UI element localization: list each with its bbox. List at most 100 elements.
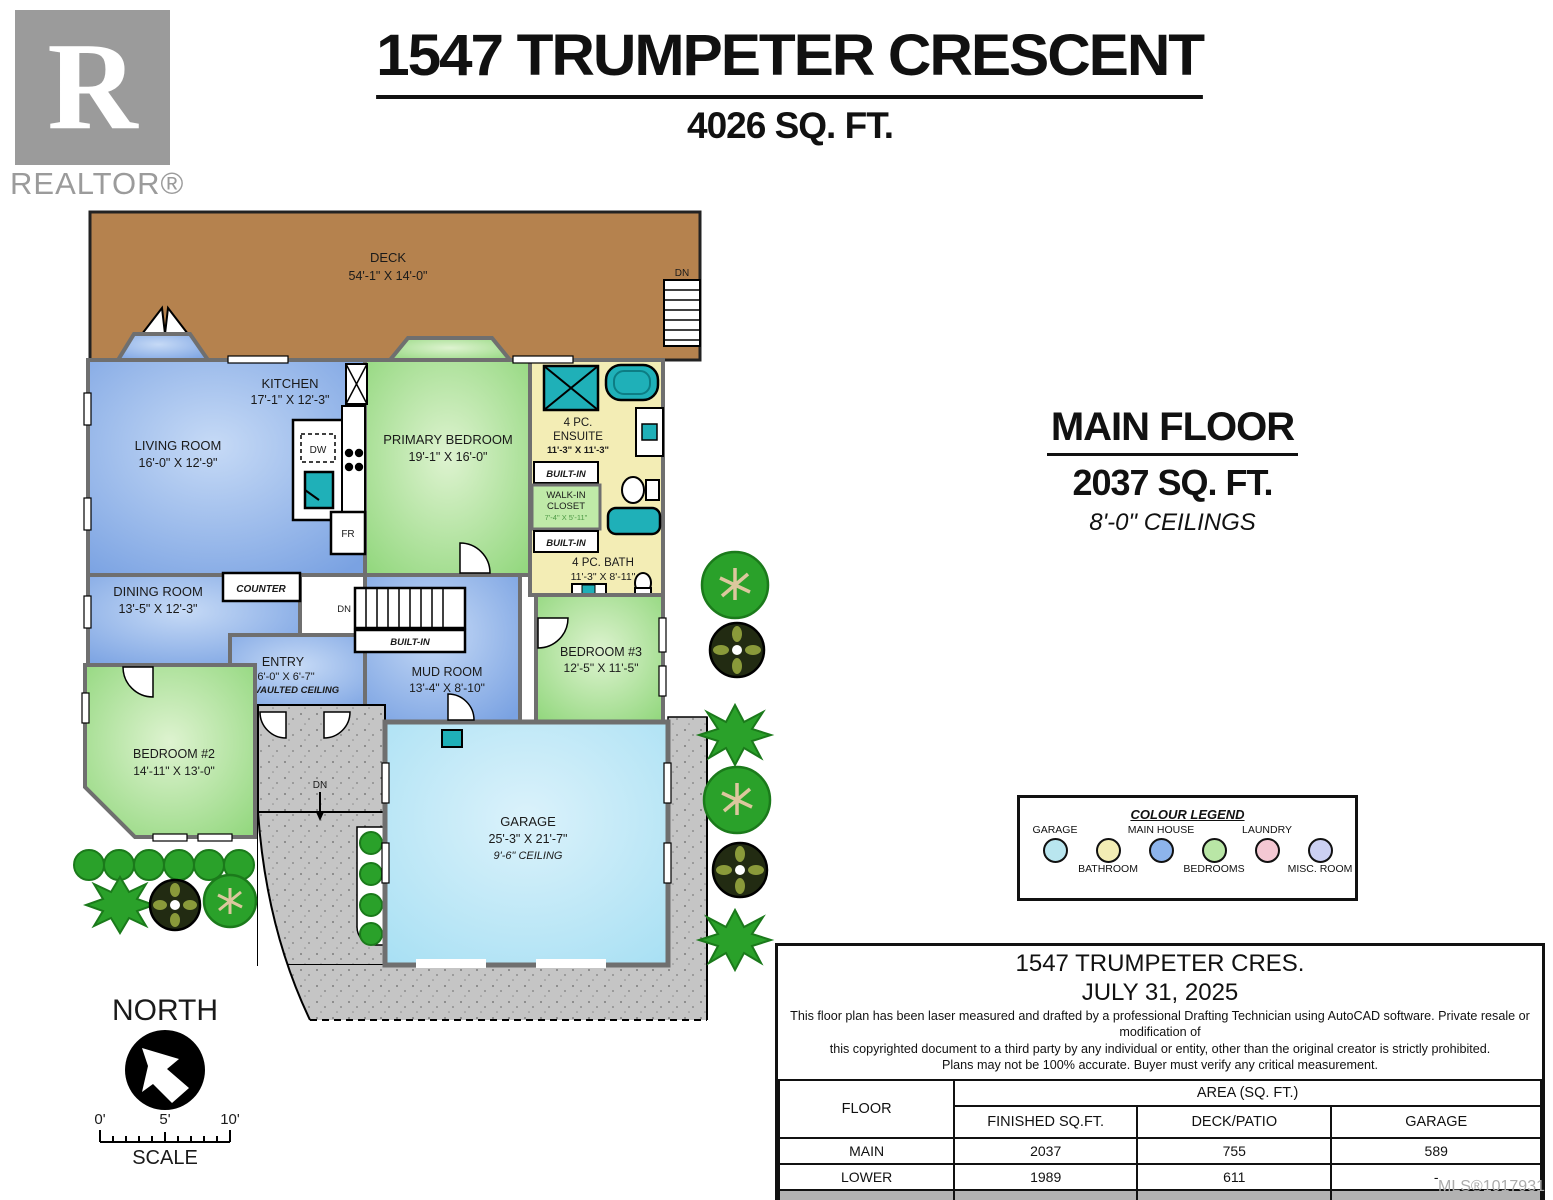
cell-floor: LOWER [777,1163,956,1192]
fern-icon [82,875,158,935]
kitchen-label: KITCHEN [261,376,318,391]
garage-dims: 25'-3" X 21'-7" [489,832,568,846]
compass-arrow-icon [142,1048,189,1103]
utility-sink-icon [441,729,463,748]
dining-dims: 13'-5" X 12'-3" [119,602,198,616]
fr-label: FR [341,529,354,540]
legend-dot [1042,838,1068,863]
tree-icon [202,873,258,929]
primary-label: PRIMARY BEDROOM [383,432,513,447]
room-bedroom3: BEDROOM #3 12'-5" X 11'-5" [534,593,665,724]
room-dining: DINING ROOM 13'-5" X 12'-3" COUNTER [113,571,302,616]
col-deck-patio: DECK/PATIO [1136,1105,1333,1140]
table-row-lower: LOWER 1989 611 - [777,1163,1542,1192]
bed2-label: BEDROOM #2 [133,747,215,761]
table-row-spacer [777,1189,1542,1200]
legend-dot [1095,838,1121,863]
deck-stairs-dn: DN [675,268,689,279]
bathtub-icon [604,363,660,402]
wic-label2: CLOSET [547,501,585,512]
built-in-label: BUILT-IN [546,538,587,549]
stairs-dn-label: DN [337,604,351,615]
kitchen-counter [341,405,366,513]
hedge-icon [193,849,225,881]
deck-stairs: DN [663,268,701,347]
col-finished: FINISHED SQ.FT. [953,1105,1139,1140]
scale-10: 10' [220,1111,240,1128]
sink-icon [641,423,658,441]
legend-dot [1201,838,1227,863]
built-in-box [533,530,599,553]
legend-item-misc-room: MISC. ROOM [1288,824,1352,877]
legend-item-main-house: MAIN HOUSE [1128,824,1194,877]
legend-label: BATHROOM [1078,863,1138,875]
hedge-icon [133,849,165,881]
entry-label: ENTRY [262,655,305,669]
floor-area: 2037 SQ. FT. [1072,462,1273,503]
legend-dot [1307,838,1333,863]
pantry-icon [345,363,368,405]
porch-dn: DN [313,780,327,821]
scale-5: 5' [159,1111,170,1128]
garage-door-gap [536,959,606,968]
bathtub-icon [606,506,662,536]
room-primary-bedroom: PRIMARY BEDROOM 19'-1" X 16'-0" [363,336,532,577]
room-bedroom2: BEDROOM #2 14'-11" X 13'-0" [83,663,257,839]
area-table: FLOOR AREA (SQ. FT.) FINISHED SQ.FT. DEC… [777,1079,1542,1200]
porch-dn-label: DN [313,780,327,791]
kitchen-fixtures: KITCHEN 17'-1" X 12'-3" DW FR LIV [135,363,368,556]
legend-item-bathroom: BATHROOM [1078,824,1138,877]
wic-label1: WALK-IN [546,490,585,501]
info-address: 1547 TRUMPETER CRES. [1015,950,1305,977]
dark-shrub-icon [708,621,766,679]
dark-shrub-icon [711,841,769,899]
mud-label: MUD ROOM [412,665,483,679]
fridge-icon [329,510,367,556]
info-date: JULY 31, 2025 [1081,978,1239,1006]
page-title: 1547 TRUMPETER CRESCENT [376,25,1206,99]
bed2-dims: 14'-11" X 13'-0" [133,764,215,778]
fern-icon [695,702,775,768]
deck-dims: 54'-1" X 14'-0" [349,269,428,283]
shrub-icon [359,862,383,886]
table-row-main: MAIN 2037 755 589 [777,1137,1542,1166]
room-entry: ENTRY 16'-0" X 6'-7" 11'-7" VAULTED CEIL… [227,655,340,696]
col-floor: FLOOR [777,1079,956,1140]
sink-divider [304,489,320,501]
room-mud: MUD ROOM 13'-4" X 8'-10" [409,665,485,695]
built-in-label: BUILT-IN [390,637,431,648]
scale-0: 0' [94,1111,105,1128]
floor-ceilings: 8'-0" CEILINGS [1089,509,1256,536]
legend-item-bedrooms: BEDROOMS [1183,824,1245,877]
tree-icon [702,765,772,835]
fern-icon [695,907,775,973]
mud-dims: 13'-4" X 8'-10" [409,681,485,695]
built-in-box [533,461,599,484]
room-garage: GARAGE 25'-3" X 21'-7" 9'-6" CEILING [382,719,671,968]
info-header: 1547 TRUMPETER CRES. JULY 31, 2025 This … [778,946,1542,1079]
kitchen-dims: 17'-1" X 12'-3" [251,393,330,407]
floor-name: MAIN FLOOR [1046,405,1299,456]
cell-garage: 589 [1330,1137,1542,1166]
wic-dims: 7'-4" X 5'-11" [545,513,588,522]
built-in-label: BUILT-IN [546,469,587,480]
sink-icon [581,584,596,595]
sink-icon [303,470,335,510]
page-subtitle: 4026 SQ. FT. [687,104,894,146]
bed3-label: BEDROOM #3 [560,645,642,659]
driveway: DN [257,704,708,1021]
counter-box [221,571,302,603]
entry-note: 11'-7" VAULTED CEILING [227,685,340,696]
stove-icon [344,448,364,472]
dishwasher-icon [300,433,336,463]
hedge-icon [103,849,135,881]
windows [81,355,672,884]
living-dims: 16'-0" X 12'-9" [139,456,218,470]
disclaimer-line: This floor plan has been laser measured … [790,1008,1530,1040]
realtor-logo: R [15,10,170,165]
disclaimer-line: Plans may not be 100% accurate. Buyer mu… [941,1058,1379,1073]
header-title-block: 1547 TRUMPETER CRESCENT 4026 SQ. FT. [330,25,1250,147]
shower-icon [542,364,600,412]
shrub-icon [359,831,383,855]
